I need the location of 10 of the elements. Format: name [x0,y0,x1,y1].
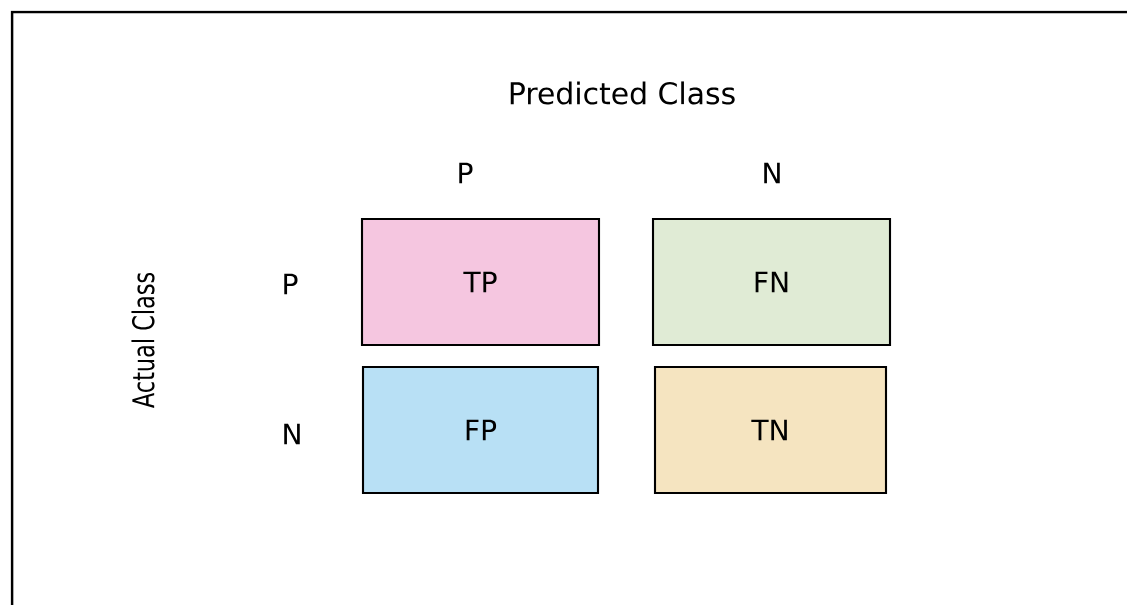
matrix-cell: TN [653,365,888,495]
class-label: P [284,273,298,295]
matrix-cell: FP [361,365,600,495]
class-label: N [284,423,300,445]
matrix-cell: FN [651,217,892,347]
matrix-cell: TP [360,217,601,347]
class-label: N [764,162,780,184]
axis-title: Predicted Class [510,81,735,105]
class-label: P [459,162,473,184]
axis-title: Actual Class [131,272,155,408]
